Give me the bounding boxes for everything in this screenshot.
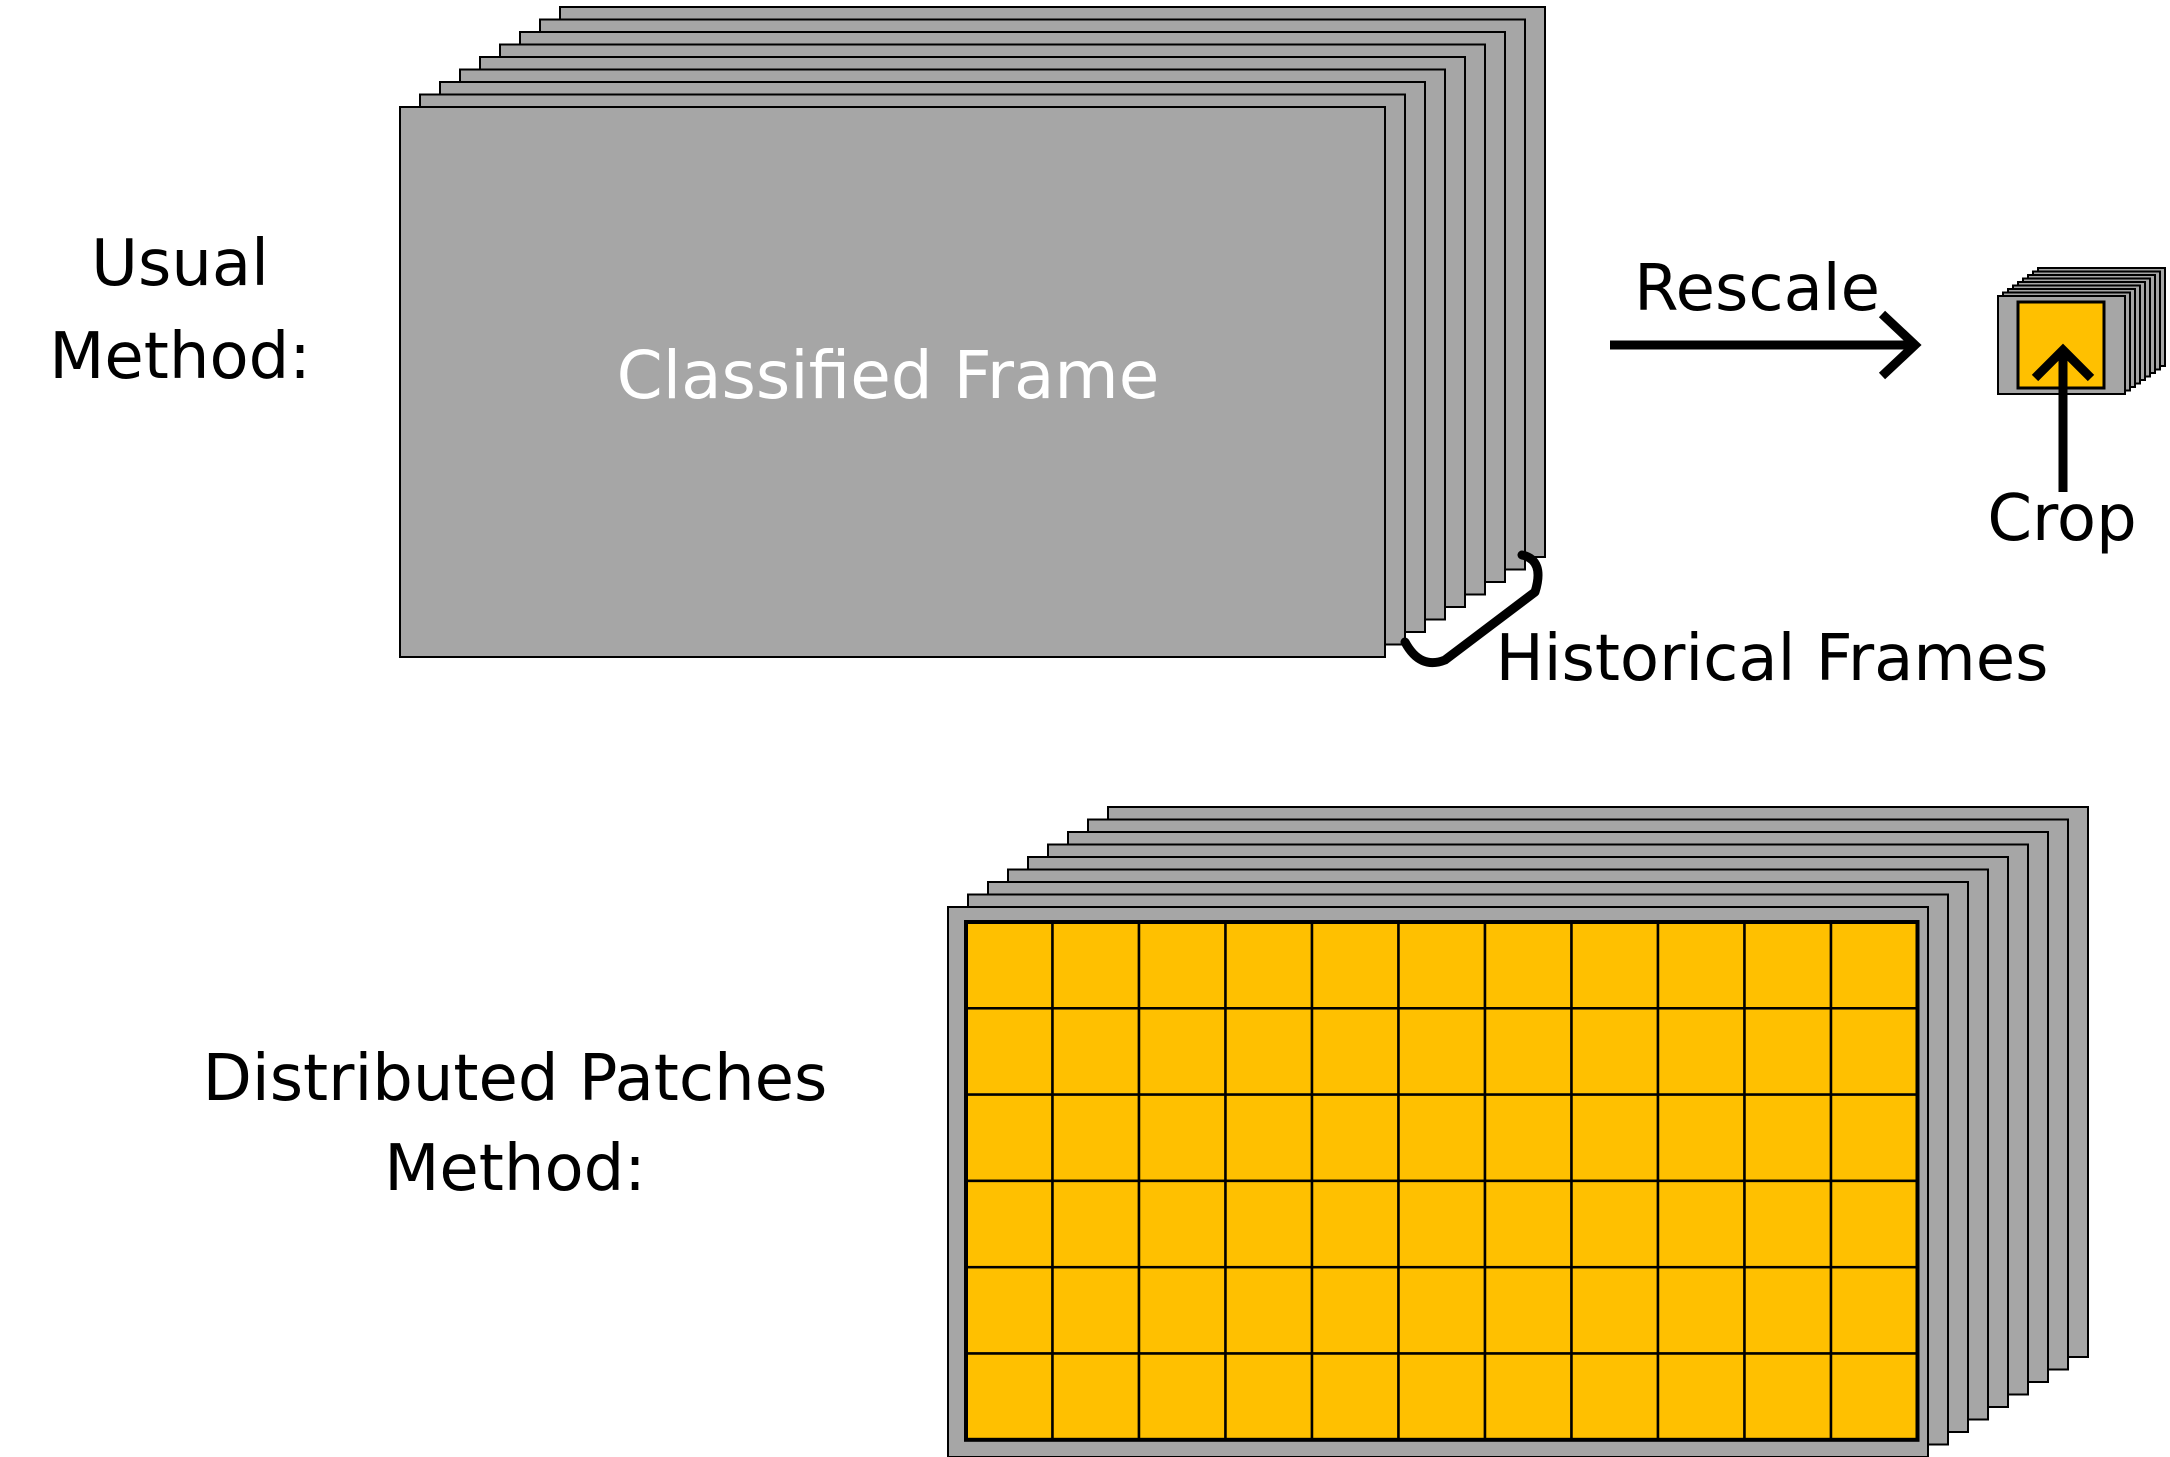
usual-method-label-line1: Usual bbox=[91, 227, 269, 301]
patch-cell bbox=[1829, 1007, 1919, 1096]
patch-cell bbox=[1224, 920, 1314, 1010]
patch-cell bbox=[964, 1093, 1054, 1183]
patch-cell bbox=[1656, 1352, 1746, 1442]
patch-cell bbox=[1483, 1093, 1573, 1183]
patch-cell bbox=[1743, 1352, 1833, 1442]
patch-cell bbox=[1656, 1265, 1746, 1355]
historical-frames-label: Historical Frames bbox=[1496, 622, 2049, 696]
patch-cell bbox=[964, 1352, 1054, 1442]
patch-cell bbox=[1310, 1179, 1400, 1269]
patch-cell bbox=[1829, 1352, 1919, 1442]
patch-cell bbox=[1483, 1179, 1573, 1269]
patch-cell bbox=[1137, 920, 1227, 1010]
patch-cell bbox=[1829, 1179, 1919, 1269]
patch-cell bbox=[1224, 1265, 1314, 1355]
patch-cell bbox=[1829, 1265, 1919, 1355]
usual-method-label-line2: Method: bbox=[49, 320, 311, 394]
distributed-method-label-line2: Method: bbox=[384, 1132, 646, 1206]
crop-arrow-head bbox=[2031, 343, 2095, 382]
patch-cell bbox=[1570, 1265, 1660, 1355]
patch-cell bbox=[1051, 1352, 1141, 1442]
patch-cell bbox=[964, 1007, 1054, 1096]
patch-cell bbox=[1397, 1093, 1487, 1183]
usual-frame-stack bbox=[399, 6, 1546, 658]
patch-cell bbox=[1397, 1007, 1487, 1096]
classified-frame bbox=[399, 106, 1386, 658]
patch-cell bbox=[1137, 1179, 1227, 1269]
patch-cell bbox=[1483, 1007, 1573, 1096]
patch-cell bbox=[1310, 1093, 1400, 1183]
patch-cell bbox=[1051, 920, 1141, 1010]
patch-cell bbox=[1397, 920, 1487, 1010]
patch-cell bbox=[1137, 1265, 1227, 1355]
patch-cell bbox=[1483, 920, 1573, 1010]
patch-cell bbox=[1310, 1265, 1400, 1355]
patch-cell bbox=[1483, 1265, 1573, 1355]
patch-cell bbox=[1656, 1179, 1746, 1269]
patch-cell bbox=[1570, 1007, 1660, 1096]
patch-grid bbox=[964, 920, 1920, 1442]
patch-grid-border bbox=[964, 920, 1920, 1442]
patch-cell bbox=[1137, 1007, 1227, 1096]
patch-cell bbox=[1570, 1093, 1660, 1183]
patch-cell bbox=[1656, 1093, 1746, 1183]
patch-cell bbox=[1137, 1352, 1227, 1442]
patch-cell bbox=[1137, 1093, 1227, 1183]
patch-cell bbox=[1224, 1093, 1314, 1183]
patch-cell bbox=[1051, 1093, 1141, 1183]
distributed-method-label-line1: Distributed Patches bbox=[203, 1042, 828, 1116]
patch-cell bbox=[1570, 920, 1660, 1010]
patch-cell bbox=[1570, 1179, 1660, 1269]
patch-cell bbox=[1310, 1352, 1400, 1442]
classified-frame-label: Classified Frame bbox=[617, 337, 1160, 414]
patch-cell bbox=[1656, 920, 1746, 1010]
crop-label: Crop bbox=[1987, 482, 2136, 556]
patch-cell bbox=[1743, 1179, 1833, 1269]
patch-cell bbox=[1743, 1265, 1833, 1355]
patch-cell bbox=[1743, 920, 1833, 1010]
patch-cell bbox=[1224, 1352, 1314, 1442]
patch-cell bbox=[1743, 1093, 1833, 1183]
patch-cell bbox=[1397, 1352, 1487, 1442]
patch-cell bbox=[1829, 920, 1919, 1010]
patch-cell bbox=[1397, 1265, 1487, 1355]
patch-cell bbox=[1310, 1007, 1400, 1096]
patch-cell bbox=[964, 1179, 1054, 1269]
patch-cell bbox=[1570, 1352, 1660, 1442]
patch-cell bbox=[1051, 1179, 1141, 1269]
patch-cell bbox=[964, 1265, 1054, 1355]
patch-cell bbox=[1483, 1352, 1573, 1442]
patch-cell bbox=[1397, 1179, 1487, 1269]
patch-cell bbox=[1051, 1265, 1141, 1355]
patch-cell bbox=[1656, 1007, 1746, 1096]
patch-cell bbox=[1051, 1007, 1141, 1096]
patch-cell bbox=[1743, 1007, 1833, 1096]
patch-cell bbox=[1224, 1179, 1314, 1269]
historical-frames-brace bbox=[1400, 550, 1543, 668]
patch-cell bbox=[1224, 1007, 1314, 1096]
rescale-label: Rescale bbox=[1634, 252, 1880, 326]
patch-cell bbox=[1829, 1093, 1919, 1183]
patch-cell bbox=[1310, 920, 1400, 1010]
rescale-arrow-head bbox=[1878, 310, 1922, 380]
patch-cell bbox=[964, 920, 1054, 1010]
